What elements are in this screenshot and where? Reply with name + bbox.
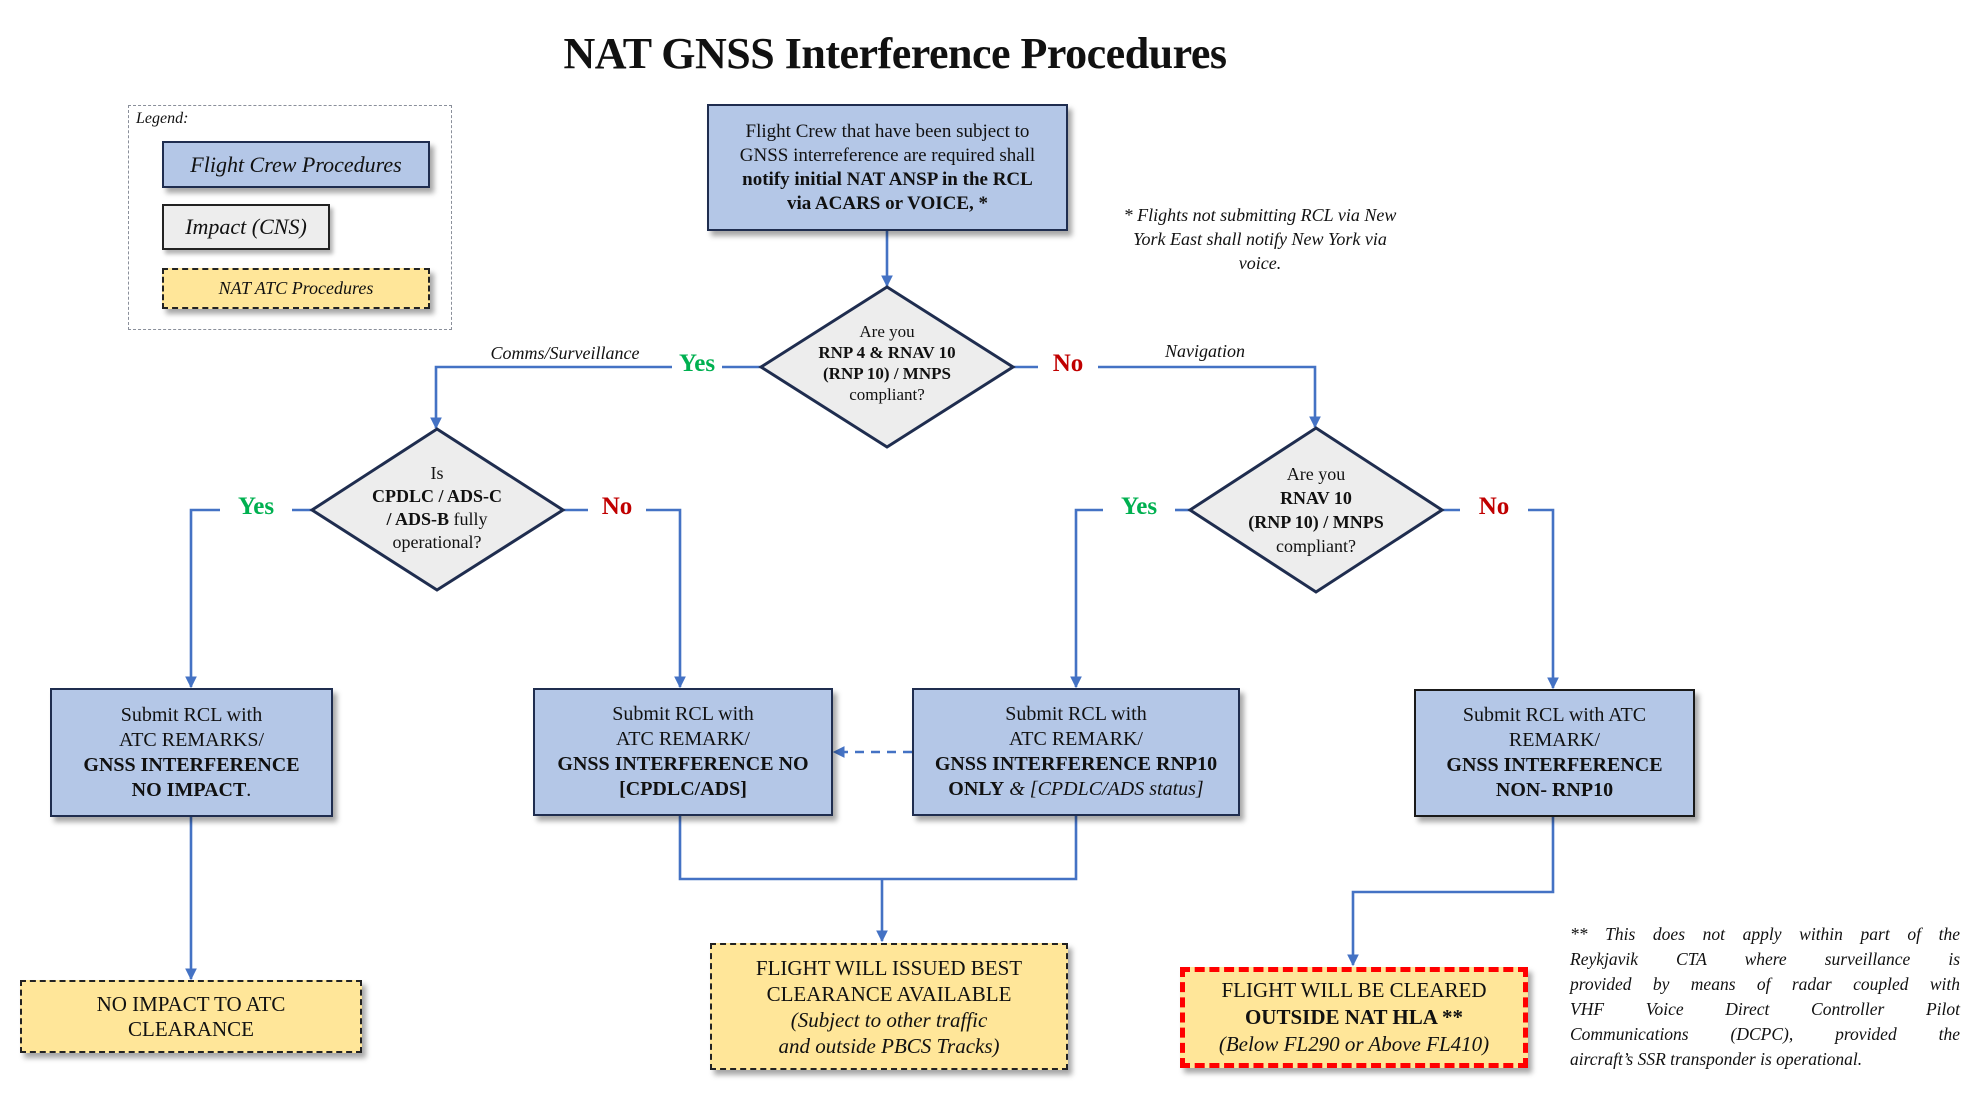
action-line: NO IMPACT. [83,778,299,803]
action-line: GNSS INTERFERENCE [83,753,300,776]
start-box-line: notify initial NAT ANSP in the RCL [742,168,1033,190]
action-line: Submit RCL with [120,703,263,726]
footnote-line: ** This does not apply within part of th… [1570,924,1960,944]
comms-no-label: No [601,493,633,520]
footnote-line: aircraft’s SSR transponder is operationa… [1570,1049,1863,1069]
decision-line: operational? [392,532,482,552]
action-line: REMARK/ [1508,729,1601,751]
branch-label-comms-surveillance: Comms/Surveillance [490,343,640,363]
action-line: ATC REMARKS/ [118,728,264,751]
main-yes-label: Yes [678,350,716,377]
decision-nav-shape [1187,426,1445,594]
action-line: NON- RNP10 [1495,779,1614,801]
decision-main-shape [758,285,1016,449]
arrow-main-yes-to-comms [430,365,672,430]
legend-item-label: NAT ATC Procedures [218,278,374,298]
outcome-line: and outside PBCS Tracks) [778,1033,1000,1058]
arrow-box4-to-outside-hla [1347,817,1555,967]
action-line: ATC REMARK/ [616,728,750,750]
decision-line: Are you [1286,464,1346,484]
footnote-reykjavik-cta: ** This does not apply within part of th… [1570,922,1960,1072]
action-line: [CPDLC/ADS] [619,778,747,800]
decision-line: RNAV 10 [1280,488,1352,508]
legend-item-flight-crew: Flight Crew Procedures [162,141,430,188]
outcome-line: FLIGHT WILL BE CLEARED [1221,978,1487,1002]
nav-no-label: No [1478,493,1510,520]
action-box-rnp10-only: Submit RCL with ATC REMARK/ GNSS INTERFE… [912,688,1240,816]
outcome-line: CLEARANCE AVAILABLE [766,981,1012,1006]
decision-line: compliant? [1276,536,1356,556]
legend-title: Legend: [136,110,189,127]
outcome-line: NO IMPACT TO ATC [96,991,286,1016]
action-italic-text: [CPDLC/ADS status] [1029,778,1204,800]
decision-comms-shape [309,427,566,592]
legend-item-label: Impact (CNS) [185,214,307,239]
decision-bold-text: / ADS-B [386,509,450,529]
footnote-line: Communications (DCPC), provided the [1570,1024,1960,1044]
legend-item-impact: Impact (CNS) [162,204,330,250]
arrow-main-no-to-nav [1098,365,1321,429]
action-line: ONLY & [CPDLC/ADS status] [935,777,1217,802]
action-line: GNSS INTERFERENCE RNP10 [934,753,1218,775]
start-box-line: via ACARS or VOICE, * [786,192,989,214]
outcome-best-clearance: FLIGHT WILL ISSUED BEST CLEARANCE AVAILA… [710,943,1068,1070]
start-box: Flight Crew that have been subject to GN… [707,104,1068,231]
action-text: . [246,778,252,801]
outcome-line: (Subject to other traffic [790,1007,988,1032]
footnote-line: voice. [1238,253,1282,273]
footnote-line: * Flights not submitting RCL via New [1123,205,1397,225]
action-line: Submit RCL with [1005,703,1147,725]
outcome-outside-hla: FLIGHT WILL BE CLEARED OUTSIDE NAT HLA *… [1180,967,1528,1068]
action-bold-text: NO IMPACT [131,778,247,801]
legend-item-label: Flight Crew Procedures [190,151,402,177]
decision-comms: Is CPDLC / ADS-C / ADS-B fully operation… [337,462,537,554]
branch-label-navigation: Navigation [1165,341,1245,361]
line-box2-merge [678,816,1078,881]
start-box-line: Flight Crew that have been subject to [745,120,1030,142]
main-no-label: No [1052,350,1084,377]
action-text: & [1004,778,1030,800]
decision-line: (RNP 10) / MNPS [823,364,951,383]
footnote-line: provided by means of radar coupled with [1570,974,1960,994]
outcome-line: OUTSIDE NAT HLA ** [1244,1005,1463,1029]
outcome-no-impact: NO IMPACT TO ATC CLEARANCE [20,980,362,1053]
decision-line: compliant? [849,385,925,404]
decision-line: Are you [859,322,915,341]
arrow-comms-no-to-box2 [646,508,686,689]
decision-line: (RNP 10) / MNPS [1248,512,1384,532]
page-title: NAT GNSS Interference Procedures [563,29,1227,78]
nav-yes-label: Yes [1120,493,1158,520]
action-line: ATC REMARK/ [1009,728,1143,750]
legend-item-atc: NAT ATC Procedures [162,268,430,309]
outcome-line: FLIGHT WILL ISSUED BEST [755,955,1023,980]
outcome-line: (Below FL290 or Above FL410) [1218,1032,1490,1056]
action-line: Submit RCL with [612,703,754,725]
decision-line: Is [430,463,444,483]
decision-main: Are you RNP 4 & RNAV 10 (RNP 10) / MNPS … [787,321,987,405]
action-line: GNSS INTERFERENCE [1446,754,1663,776]
arrow-nav-yes-to-box3 [1070,508,1103,689]
decision-nav: Are you RNAV 10 (RNP 10) / MNPS complian… [1216,462,1416,558]
decision-line: CPDLC / ADS-C [371,486,502,506]
action-bold-text: ONLY [948,778,1005,800]
decision-line: RNP 4 & RNAV 10 [818,343,956,362]
decision-text: fully [449,509,488,529]
action-line: GNSS INTERFERENCE NO [557,753,809,775]
action-box-no-impact: Submit RCL with ATC REMARKS/ GNSS INTERF… [50,688,333,817]
comms-yes-label: Yes [237,493,275,520]
footnote-line: York East shall notify New York via [1133,229,1387,249]
action-line: Submit RCL with ATC [1462,704,1647,726]
start-box-line: GNSS interreference are required shall [739,144,1036,166]
action-box-non-rnp10: Submit RCL with ATC REMARK/ GNSS INTERFE… [1414,689,1695,817]
outcome-line: CLEARANCE [128,1016,254,1041]
footnote-line: VHF Voice Direct Controller Pilot [1570,999,1960,1019]
footnote-line: Reykjavik CTA where surveillance is [1570,949,1960,969]
footnote-rcl-new-york: * Flights not submitting RCL via New Yor… [1100,203,1420,275]
legend-frame [128,105,452,330]
decision-line: / ADS-B fully [337,508,537,531]
arrow-comms-yes-to-box1 [185,508,220,689]
action-box-cpdlc-ads: Submit RCL with ATC REMARK/ GNSS INTERFE… [533,688,833,816]
arrow-nav-no-to-box4 [1528,508,1559,690]
